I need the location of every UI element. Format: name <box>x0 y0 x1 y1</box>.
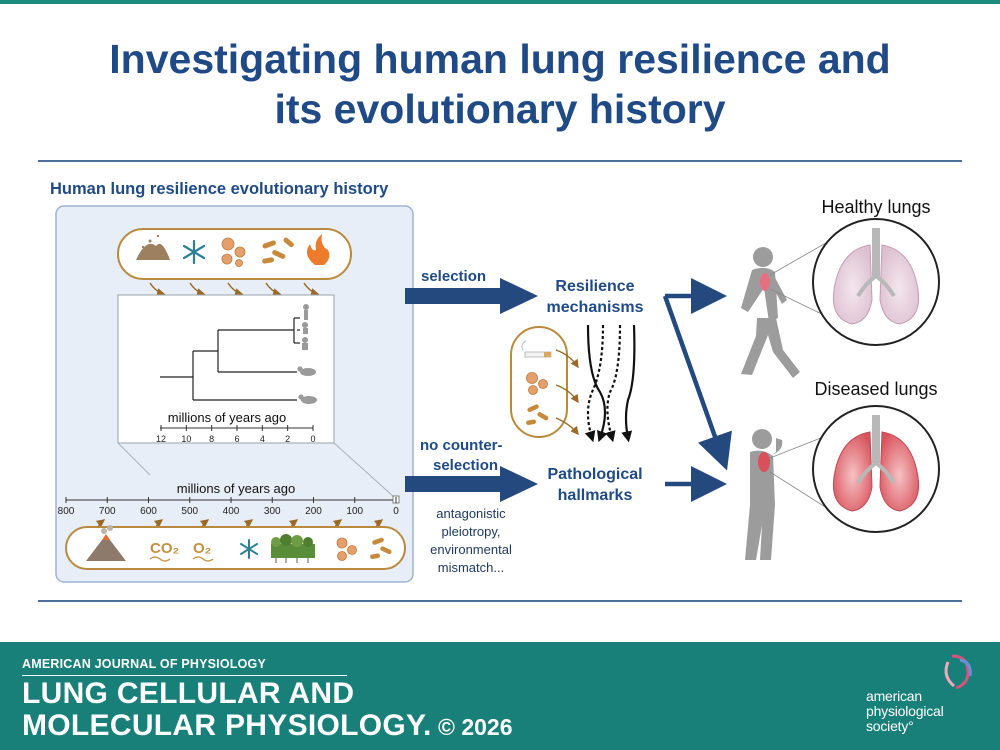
particles-icon-bottom <box>336 537 357 561</box>
causes-line-1: antagonistic <box>436 506 506 521</box>
fire-icon <box>306 234 330 265</box>
volcano-icon <box>86 525 126 561</box>
primate-silhouettes <box>297 304 317 404</box>
capsule-down-arrows <box>149 282 320 297</box>
healthy-lungs-label: Healthy lungs <box>821 197 930 217</box>
top-accent-rule <box>0 0 1000 4</box>
bacteria-icon-middle <box>526 404 549 425</box>
pathological-label-1: Pathological <box>547 466 642 483</box>
pathway-lines <box>584 324 636 443</box>
journal-footer: AMERICAN JOURNAL OF PHYSIOLOGY LUNG CELL… <box>0 642 1000 750</box>
diseased-callout-line-2 <box>769 471 831 511</box>
inset-axis-tick-label: 0 <box>310 434 315 444</box>
diseased-person-lung <box>758 452 770 472</box>
journal-series: AMERICAN JOURNAL OF PHYSIOLOGY <box>22 657 266 671</box>
title-line-1: Investigating human lung resilience and <box>109 36 891 82</box>
co2-wave <box>149 556 171 562</box>
pathological-label-2: hallmarks <box>558 487 633 504</box>
particles-icon-middle <box>526 372 548 395</box>
inset-axis-tick-label: 12 <box>156 434 166 444</box>
causes-line-2: pleiotropy, <box>441 524 500 539</box>
main-axis-tick-label: 200 <box>305 506 322 517</box>
o2-wave <box>192 556 214 562</box>
resilience-label-1: Resilience <box>555 278 634 295</box>
main-axis-tick-label: 0 <box>393 506 399 517</box>
top-divider <box>38 160 962 162</box>
page-title: Investigating human lung resilience and … <box>0 34 1000 134</box>
inset-axis-tick-label: 10 <box>181 434 191 444</box>
selection-arrow <box>405 278 538 314</box>
no-counter-label-1: no counter- <box>420 437 503 454</box>
main-axis-tick-label: 300 <box>264 506 281 517</box>
title-line-2: its evolutionary history <box>274 86 726 132</box>
inset-axis-tick-label: 6 <box>234 434 239 444</box>
bacteria-icon <box>262 237 294 264</box>
inset-axis-label: millions of years ago <box>168 410 287 425</box>
society-line-2: physiological <box>866 703 944 719</box>
journal-name-line-2: MOLECULAR PHYSIOLOGY. <box>22 709 432 742</box>
healthy-callout-line-2 <box>769 288 831 319</box>
no-counter-selection-arrow <box>405 466 538 502</box>
journal-name-line-1: LUNG CELLULAR AND <box>22 677 355 710</box>
bacteria-icon-bottom <box>370 537 392 559</box>
resilience-label-2: mechanisms <box>547 299 644 316</box>
o2-icon: O₂ <box>193 540 211 557</box>
inset-axis-tick-label: 2 <box>285 434 290 444</box>
cigarette-icon <box>521 340 552 358</box>
healthy-person-figure <box>741 247 800 378</box>
inset-axis-tick-label: 4 <box>260 434 265 444</box>
journal-series-rule <box>22 675 347 676</box>
causes-line-3: environmental <box>430 542 512 557</box>
aps-logo-icon <box>944 654 972 690</box>
capsule-to-pathway-arrows <box>555 349 579 436</box>
diseased-lungs-illustration <box>832 415 920 512</box>
causes-text: antagonistic pleiotropy, environmental m… <box>430 506 512 575</box>
main-axis-tick-label: 800 <box>58 506 75 517</box>
copyright-notice: © 2026 <box>438 714 513 740</box>
snowflake-icon <box>182 239 206 265</box>
zoom-line-right <box>333 442 395 498</box>
causes-line-4: mismatch... <box>438 560 504 575</box>
society-name: american physiological society° <box>866 689 944 734</box>
healthy-person-lung <box>760 273 770 291</box>
snowflake-icon-bottom <box>240 539 258 559</box>
main-ticks: 800 700 600 500 400 300 200 100 0 <box>58 497 399 517</box>
particles-icon <box>221 237 246 267</box>
forest-icon <box>271 534 315 563</box>
society-line-3: society° <box>866 718 914 734</box>
society-line-1: american <box>866 688 922 704</box>
no-counter-label-2: selection <box>433 457 498 474</box>
main-axis-tick-label: 600 <box>140 506 157 517</box>
zoom-line-left <box>117 442 151 476</box>
main-axis-tick-label: 100 <box>346 506 363 517</box>
phylogeny-tree <box>160 317 300 401</box>
main-axis-tick-label: 400 <box>223 506 240 517</box>
main-axis-tick-label: 500 <box>181 506 198 517</box>
graphical-abstract-diagram: Human lung resilience evolutionary histo… <box>50 180 940 583</box>
exposures-capsule <box>117 228 352 280</box>
co2-icon: CO₂ <box>150 540 179 557</box>
diseased-lungs-label: Diseased lungs <box>814 379 937 399</box>
outcome-arrows <box>662 278 732 502</box>
main-axis-tick-label: 700 <box>99 506 116 517</box>
selection-label: selection <box>421 268 486 285</box>
main-axis-label: millions of years ago <box>177 481 296 496</box>
dust-icon <box>136 234 170 260</box>
inset-ticks: 12 10 8 6 4 2 0 <box>156 425 316 444</box>
diseased-person-figure <box>745 429 783 560</box>
inset-axis-tick-label: 8 <box>209 434 214 444</box>
healthy-lungs-illustration <box>832 228 920 325</box>
bottom-divider <box>38 600 962 602</box>
journal-name: LUNG CELLULAR AND MOLECULAR PHYSIOLOGY. <box>22 678 432 742</box>
panel-heading: Human lung resilience evolutionary histo… <box>50 180 389 198</box>
